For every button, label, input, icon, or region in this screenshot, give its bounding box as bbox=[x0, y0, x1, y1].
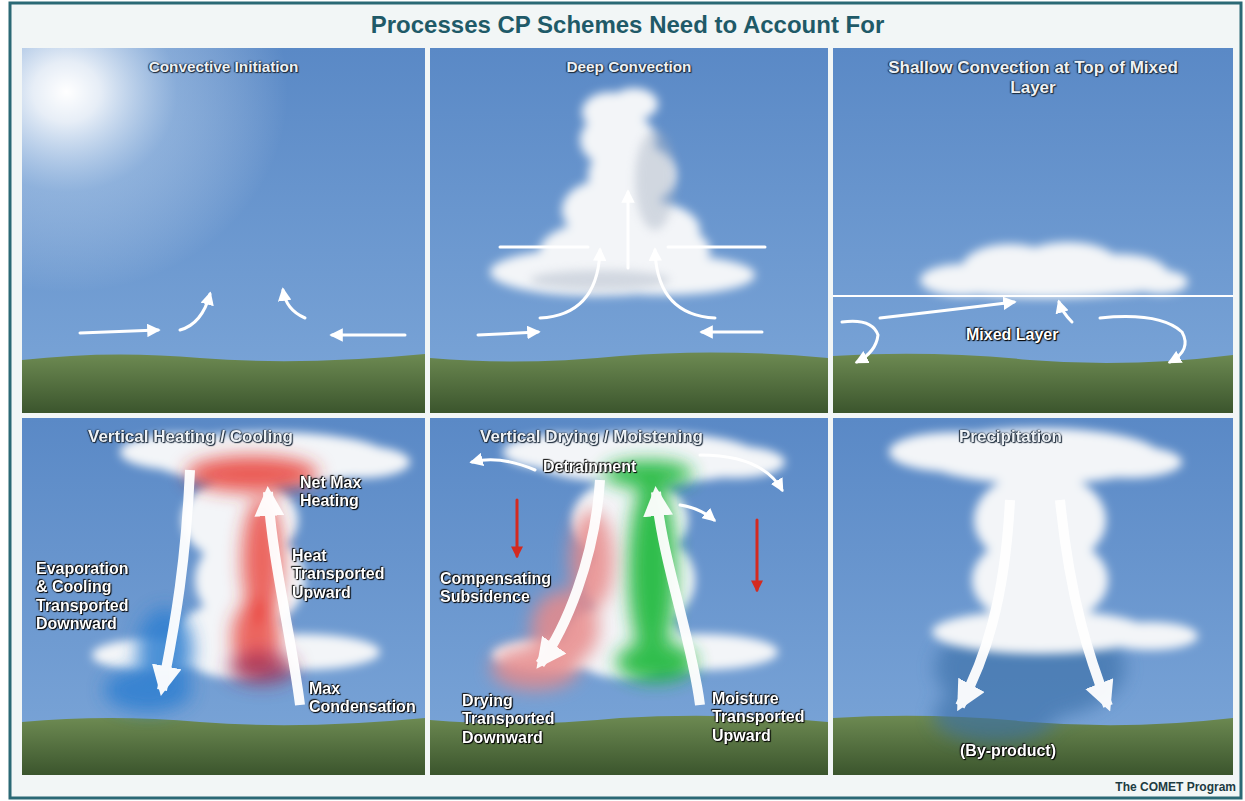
transport-arrows bbox=[656, 492, 700, 705]
mixed-layer-arrows bbox=[880, 302, 1014, 318]
mixed-layer-arrows bbox=[842, 302, 1185, 362]
mixed-layer-top bbox=[833, 296, 1233, 297]
precipitation-arrows bbox=[960, 500, 1108, 706]
inflow-arrows bbox=[80, 290, 405, 335]
mixed-layer-arrows bbox=[1100, 317, 1185, 362]
storm-cloud bbox=[314, 446, 410, 478]
mixed-layer-arrows bbox=[1059, 302, 1072, 322]
sky-panels bbox=[22, 48, 425, 413]
detrainment-arrows bbox=[680, 505, 714, 520]
callout-label: Evaporation & Cooling Transported Downwa… bbox=[36, 560, 144, 634]
ground-strips bbox=[833, 354, 1233, 413]
sky-panels bbox=[833, 48, 1233, 413]
sky-panels bbox=[430, 418, 828, 775]
inflow-arrows bbox=[332, 334, 405, 337]
process-panel: Shallow Convection at Top of Mixed Layer bbox=[833, 48, 1233, 413]
panel-heading: Vertical Heating / Cooling bbox=[88, 427, 418, 447]
panel-heading: Shallow Convection at Top of Mixed Layer bbox=[873, 58, 1193, 97]
frame bbox=[10, 3, 1241, 798]
callout-label: Heat Transported Upward bbox=[292, 547, 404, 602]
storm-cloud bbox=[1102, 622, 1198, 650]
subsidence-arrows bbox=[517, 500, 757, 590]
cooling-plume bbox=[104, 668, 192, 712]
sky-panels bbox=[22, 48, 1233, 775]
transport-arrows bbox=[540, 480, 700, 705]
process-panel: Convective Initiation bbox=[22, 48, 425, 413]
deep-convection-arrows bbox=[540, 250, 600, 318]
storm-cloud bbox=[889, 428, 1198, 654]
deep-convection-arrows bbox=[627, 192, 630, 268]
detrainment-arrows bbox=[472, 460, 535, 470]
heating-arrows bbox=[162, 470, 300, 705]
callout-label: Net Max Heating bbox=[300, 474, 395, 511]
callout-label: (By-product) bbox=[960, 742, 1090, 760]
inflow-arrows bbox=[180, 294, 210, 330]
deep-convection-arrows bbox=[702, 331, 762, 334]
heating-plume bbox=[228, 652, 296, 684]
panel-heading: Vertical Drying / Moistening bbox=[480, 427, 820, 447]
storm-cloud bbox=[1078, 446, 1182, 478]
cloud-shading bbox=[530, 130, 675, 290]
sky-panels bbox=[430, 48, 828, 413]
diagram-title: Processes CP Schemes Need to Account For bbox=[22, 11, 1233, 39]
subsidence-arrows bbox=[756, 520, 759, 590]
deep-convection-arrows bbox=[655, 250, 715, 318]
shallow-cloud bbox=[940, 272, 1150, 298]
deep-convection-arrows bbox=[478, 192, 765, 335]
drying-plume bbox=[491, 646, 579, 690]
precipitation-arrows bbox=[960, 500, 1010, 706]
ground-strips bbox=[22, 352, 1233, 775]
detrainment-arrows bbox=[700, 455, 782, 490]
ground-strips bbox=[22, 718, 425, 775]
callout-label: Compensating Subsidence bbox=[440, 570, 565, 607]
cloud-shading bbox=[530, 270, 670, 290]
process-panel: Deep Convection bbox=[430, 48, 828, 413]
panel-heading: Precipitation bbox=[959, 427, 1219, 447]
deep-convection-arrows bbox=[668, 246, 765, 249]
sky-panels bbox=[833, 418, 1233, 775]
moistening-plume bbox=[603, 460, 696, 682]
callout-label: Moisture Transported Upward bbox=[712, 690, 822, 745]
inflow-arrows bbox=[80, 330, 158, 333]
callout-label: Max Condensation bbox=[309, 680, 423, 717]
deep-convection-arrows bbox=[500, 246, 588, 249]
sky-panels bbox=[22, 48, 425, 413]
process-panel: Vertical Heating / Cooling bbox=[22, 418, 425, 775]
cloud-shading bbox=[635, 130, 675, 230]
ground-strips bbox=[22, 354, 425, 413]
inflow-arrows bbox=[283, 290, 305, 318]
heating-arrows bbox=[162, 470, 190, 690]
sky-panels bbox=[22, 418, 425, 775]
cooling-plume bbox=[104, 608, 193, 712]
credit-text: The COMET Program bbox=[1080, 781, 1236, 795]
deep-convection-arrows bbox=[478, 332, 538, 335]
callout-label: Detrainment bbox=[543, 458, 663, 476]
heating-plume bbox=[186, 456, 318, 492]
process-panel: Precipitation bbox=[833, 418, 1233, 775]
layer-label: Mixed Layer bbox=[966, 326, 1096, 344]
deep-cloud bbox=[490, 88, 755, 296]
mixed-layer-arrows bbox=[842, 321, 878, 362]
panel-heading: Convective Initiation bbox=[22, 58, 425, 76]
panel-heading: Deep Convection bbox=[430, 58, 828, 76]
callout-label: Drying Transported Downward bbox=[462, 692, 572, 747]
ground-strips bbox=[430, 352, 828, 413]
rain-shaft bbox=[933, 687, 1057, 743]
subsidence-arrows bbox=[516, 500, 519, 556]
shallow-cloud bbox=[920, 242, 1188, 298]
mixed-layer-top bbox=[833, 295, 1233, 297]
storm-cloud bbox=[685, 446, 785, 478]
precipitation-arrows bbox=[1060, 500, 1108, 706]
